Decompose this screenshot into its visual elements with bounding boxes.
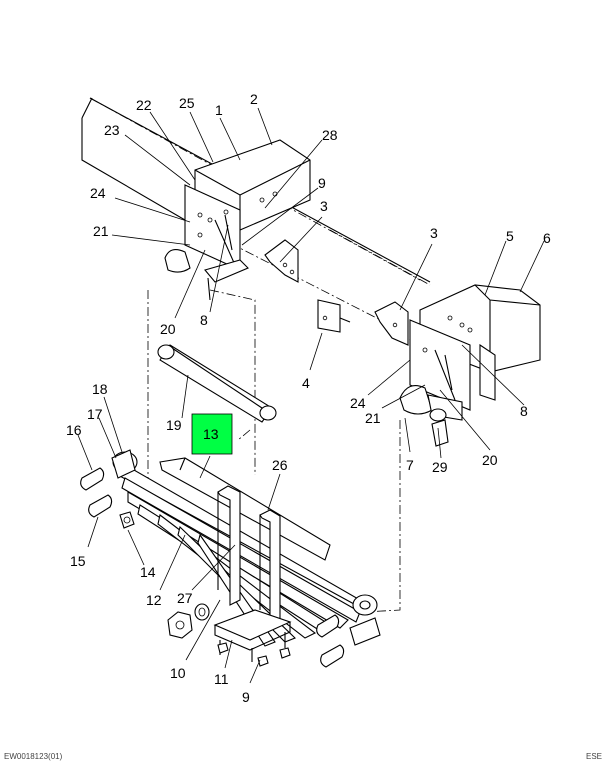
frame-rail bbox=[81, 97, 431, 361]
centerline-front-right bbox=[209, 289, 256, 475]
callout-11[interactable]: 11 bbox=[214, 671, 229, 687]
callout-24-upper[interactable]: 24 bbox=[90, 185, 106, 201]
callout-10[interactable]: 10 bbox=[170, 665, 186, 681]
callout-20-upper[interactable]: 20 bbox=[160, 321, 176, 337]
callout-3-lower[interactable]: 3 bbox=[430, 225, 438, 241]
callout-8-upper[interactable]: 8 bbox=[200, 312, 208, 328]
callout-5[interactable]: 5 bbox=[506, 228, 514, 244]
callout-29[interactable]: 29 bbox=[432, 459, 448, 475]
centerline-rear bbox=[364, 420, 401, 613]
highlight-box-13[interactable] bbox=[191, 413, 233, 455]
callout-16[interactable]: 16 bbox=[66, 422, 82, 438]
callout-25[interactable]: 25 bbox=[179, 95, 195, 111]
callout-1[interactable]: 1 bbox=[215, 102, 223, 118]
callout-20-lower[interactable]: 20 bbox=[482, 452, 498, 468]
u-bolts bbox=[217, 485, 281, 626]
callout-19[interactable]: 19 bbox=[166, 417, 182, 433]
footer-id: EW0018123(01) bbox=[4, 752, 63, 761]
callout-21-upper[interactable]: 21 bbox=[93, 223, 109, 239]
callout-6[interactable]: 6 bbox=[543, 230, 551, 246]
callout-17[interactable]: 17 bbox=[87, 406, 103, 422]
callout-22[interactable]: 22 bbox=[136, 97, 152, 113]
leader-lines bbox=[77, 107, 545, 684]
bracket-part-3-upper bbox=[264, 239, 299, 283]
shackle-link bbox=[157, 344, 277, 423]
callout-3-upper[interactable]: 3 bbox=[320, 198, 328, 214]
callout-26[interactable]: 26 bbox=[272, 457, 288, 473]
callout-13[interactable]: 13 bbox=[203, 426, 219, 442]
callout-12[interactable]: 12 bbox=[146, 592, 162, 608]
callout-15[interactable]: 15 bbox=[70, 553, 86, 569]
callout-9-lower[interactable]: 9 bbox=[242, 689, 250, 705]
callout-27[interactable]: 27 bbox=[177, 590, 193, 606]
callout-21-lower[interactable]: 21 bbox=[365, 410, 381, 426]
centerline-shackle bbox=[237, 429, 251, 441]
callout-14[interactable]: 14 bbox=[140, 564, 156, 580]
rear-spring-hanger bbox=[399, 284, 541, 422]
callout-24-lower[interactable]: 24 bbox=[350, 395, 366, 411]
front-spring-bracket bbox=[164, 139, 311, 301]
callout-7[interactable]: 7 bbox=[406, 457, 414, 473]
bracket-part-3-lower bbox=[374, 301, 409, 346]
bracket-part-4 bbox=[317, 299, 351, 333]
callout-4[interactable]: 4 bbox=[302, 375, 310, 391]
callout-18[interactable]: 18 bbox=[92, 381, 108, 397]
callout-28[interactable]: 28 bbox=[322, 127, 338, 143]
callout-8-lower[interactable]: 8 bbox=[520, 403, 528, 419]
callout-2[interactable]: 2 bbox=[250, 91, 258, 107]
footer-code: ESE bbox=[585, 752, 602, 761]
callout-9-upper[interactable]: 9 bbox=[318, 175, 326, 191]
spring-seat-plate bbox=[213, 609, 292, 662]
callout-23[interactable]: 23 bbox=[104, 122, 120, 138]
hardware bbox=[80, 419, 449, 668]
callout-labels: 1 2 25 22 23 28 9 24 3 21 3 5 6 8 20 4 1… bbox=[66, 91, 551, 705]
